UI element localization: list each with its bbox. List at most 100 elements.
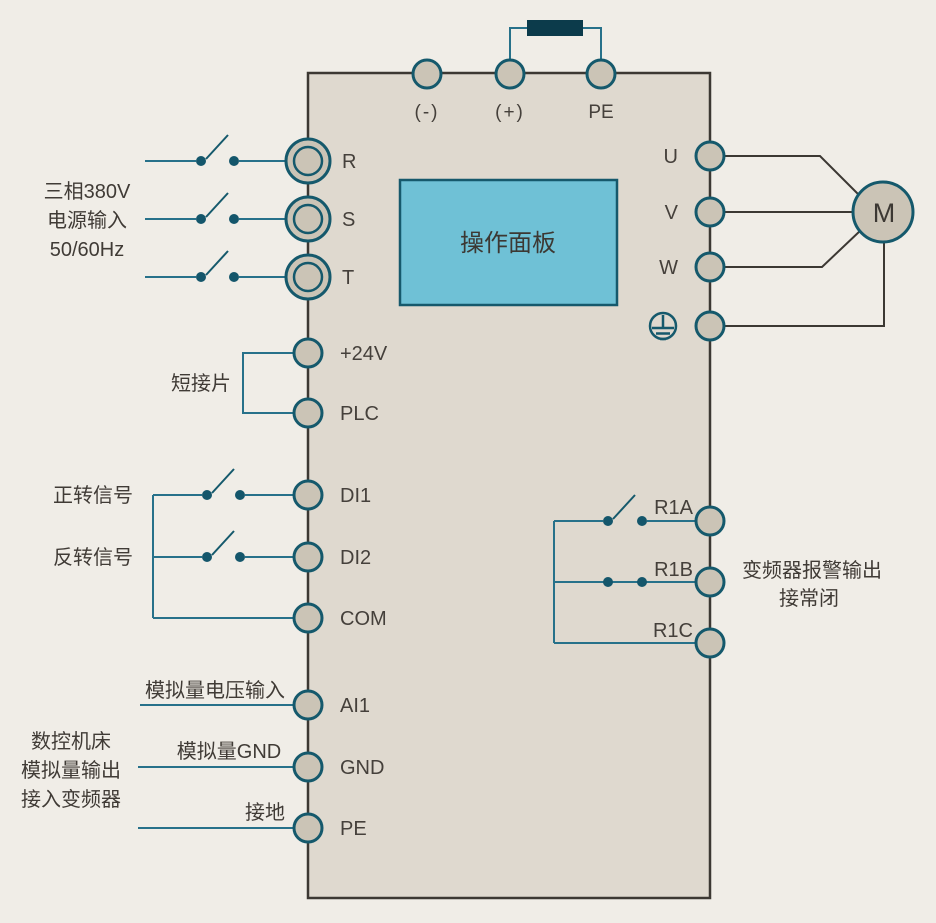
cnc-note-line2: 模拟量输出 [21,759,121,782]
terminal-top-pe [585,58,617,90]
label-24v: +24V [340,343,388,365]
label-r1a: R1A [654,497,694,519]
terminal-pe [292,812,324,844]
relay-nc-contact [554,577,696,587]
terminal-dc-plus [494,58,526,90]
terminal-inner-ring [292,145,324,177]
label-t: T [342,267,354,289]
label-di2: DI2 [340,547,371,569]
terminal-com [292,602,324,634]
protective-earth-icon [648,311,678,341]
power-note-line1: 三相380V [44,180,131,203]
cnc-note-line1: 数控机床 [31,730,111,753]
switch-contact-dot [196,272,206,282]
terminal-outer [284,253,332,301]
terminal-r1c [694,627,726,659]
earth-note: 接地 [245,801,285,824]
label-r1b: R1B [654,559,693,581]
motor-label: M [873,198,896,228]
jumper-link [242,352,294,414]
relay-output-note: 变频器报警输出 接常闭 [742,559,882,610]
label-u: U [664,146,678,168]
switch-blade-icon [211,530,235,556]
terminal-outer [284,137,332,185]
analog-voltage-input-note: 模拟量电压输入 [145,679,285,702]
relay-note-line1: 变频器报警输出 [742,559,882,582]
label-gnd: GND [340,757,384,779]
terminal-s [284,195,332,243]
power-input-note: 三相380V 电源输入 50/60Hz [44,180,131,261]
terminal-gnd [292,751,324,783]
label-r1c: R1C [653,620,693,642]
terminal-r1b [694,566,726,598]
label-r: R [342,151,356,173]
analog-gnd-note: 模拟量GND [177,740,281,763]
terminal-w [694,251,726,283]
switch-blade-icon [211,468,235,494]
switch-contact-dot [202,490,212,500]
cnc-machine-note: 数控机床 模拟量输出 接入变频器 [21,730,121,811]
label-com: COM [340,608,387,630]
forward-switch [153,468,294,500]
label-ai1: AI1 [340,695,370,717]
terminal-v [694,196,726,228]
label-dc-plus: (+) [495,102,525,123]
input-switch-r [145,134,287,166]
resistor-wire-left [509,27,527,62]
operation-panel-label: 操作面板 [460,230,556,257]
switch-blade-icon [205,192,229,218]
switch-contact-dot [196,214,206,224]
contact-dot [603,516,613,526]
reverse-signal-label: 反转信号 [53,546,133,569]
terminal-inner-ring [292,203,324,235]
jumper-label: 短接片 [171,372,231,395]
w-motor-wire [724,229,862,268]
terminal-dc-minus [411,58,443,90]
earth-motor-wire [724,243,885,327]
contact-dot [637,577,647,587]
terminal-t [284,253,332,301]
switch-blade-icon [205,134,229,160]
power-note-line2: 电源输入 [47,209,127,232]
operation-panel [398,178,619,307]
switch-contact-dot [235,490,245,500]
terminal-u [694,140,726,172]
input-switch-s [145,192,287,224]
label-plc: PLC [340,403,379,425]
cnc-note-line3: 接入变频器 [21,788,121,811]
u-motor-wire [724,155,862,198]
resistor-wire-right [583,27,602,62]
earth-bars [652,315,674,341]
terminal-r [284,137,332,185]
label-v: V [665,202,679,224]
terminal-di2 [292,541,324,573]
label-dc-minus: (-) [415,102,440,123]
label-top-pe: PE [588,102,613,123]
label-di1: DI1 [340,485,371,507]
switch-contact-dot [235,552,245,562]
contact-dot [603,577,613,587]
contact-dot [637,516,647,526]
power-note-line3: 50/60Hz [50,239,125,261]
motor-icon [851,180,915,244]
label-w: W [659,257,678,279]
switch-contact-dot [196,156,206,166]
terminal-24v [292,337,324,369]
label-s: S [342,209,355,231]
terminal-earth [694,310,726,342]
reverse-switch [153,530,294,562]
relay-note-line2: 接常闭 [779,587,839,610]
terminal-r1a [694,505,726,537]
terminal-outer [284,195,332,243]
terminal-ai1 [292,689,324,721]
switch-blade-icon [205,250,229,276]
switch-contact-dot [202,552,212,562]
terminal-inner-ring [292,261,324,293]
input-switch-t [145,250,287,282]
contact-blade-icon [612,494,636,520]
terminal-di1 [292,479,324,511]
braking-resistor-icon [527,20,583,36]
terminal-plc [292,397,324,429]
